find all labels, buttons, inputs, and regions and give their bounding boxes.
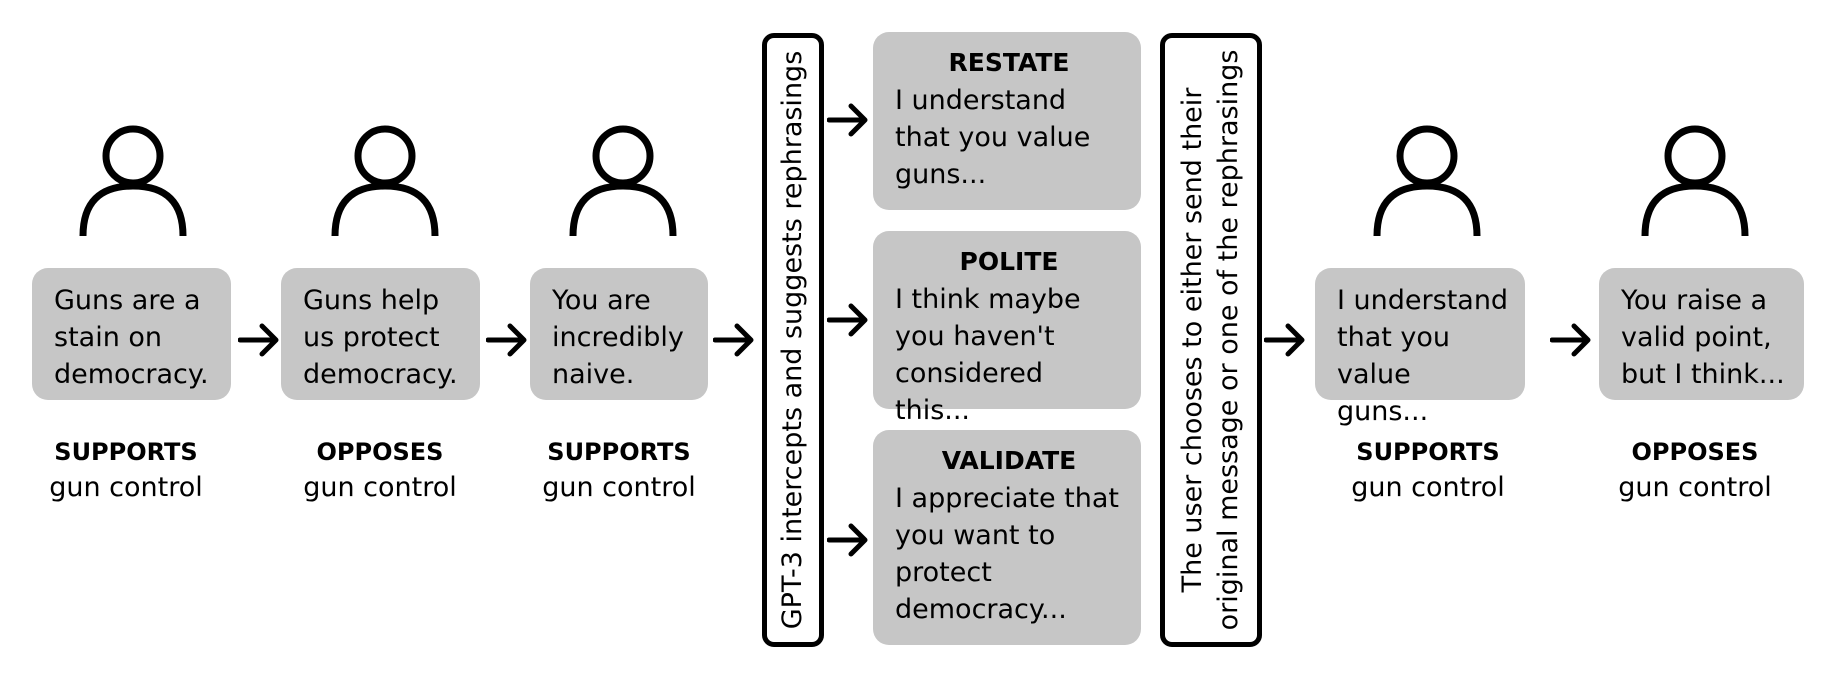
stance-value: SUPPORTS: [1356, 438, 1500, 466]
stance-label-3: SUPPORTS gun control: [524, 434, 714, 506]
user-choice-box: The user chooses to either send their or…: [1160, 33, 1262, 647]
rephrasing-title: RESTATE: [948, 48, 1070, 77]
user-choice-label: The user chooses to either send their or…: [1175, 50, 1247, 631]
user-choice-line1: The user chooses to either send their: [1177, 87, 1208, 593]
message-bubble-5: You raise a valid point, but I think...: [1599, 268, 1804, 400]
arrow-right-icon: [486, 322, 530, 358]
stance-label-4: SUPPORTS gun control: [1333, 434, 1523, 506]
arrow-right-icon: [1264, 322, 1308, 358]
stance-topic: gun control: [542, 472, 696, 503]
arrow-right-icon: [1550, 322, 1594, 358]
stance-value: SUPPORTS: [54, 438, 198, 466]
arrow-right-icon: [238, 322, 282, 358]
stance-topic: gun control: [1618, 472, 1772, 503]
rephrasing-text: I think maybe you haven't considered thi…: [895, 284, 1081, 426]
arrow-right-icon: [713, 322, 757, 358]
rephrasing-title: VALIDATE: [941, 446, 1077, 475]
gpt-intercept-box: GPT-3 intercepts and suggests rephrasing…: [762, 33, 824, 647]
person-icon: [1367, 118, 1487, 238]
rephrasing-text: I appreciate that you want to protect de…: [895, 483, 1119, 625]
stance-label-1: SUPPORTS gun control: [31, 434, 221, 506]
user-choice-line2: original message or one of the rephrasin…: [1213, 49, 1244, 631]
stance-topic: gun control: [303, 472, 457, 503]
person-icon: [563, 118, 683, 238]
message-bubble-1: Guns are a stain on democracy.: [32, 268, 231, 400]
message-bubble-4: I understand that you value guns...: [1315, 268, 1525, 427]
message-bubble-3: You are incredibly naive.: [530, 268, 708, 400]
stance-topic: gun control: [1351, 472, 1505, 503]
gpt-intercept-text: GPT-3 intercepts and suggests rephrasing…: [777, 50, 808, 630]
arrow-right-icon: [827, 522, 871, 558]
stance-label-5: OPPOSES gun control: [1600, 434, 1790, 506]
rephrasing-polite: POLITE I think maybe you haven't conside…: [873, 231, 1141, 426]
arrow-right-icon: [827, 302, 871, 338]
person-icon: [73, 118, 193, 238]
stance-label-2: OPPOSES gun control: [285, 434, 475, 506]
stance-value: SUPPORTS: [547, 438, 691, 466]
stance-value: OPPOSES: [316, 438, 444, 466]
person-icon: [1635, 118, 1755, 238]
arrow-right-icon: [827, 102, 871, 138]
stance-topic: gun control: [49, 472, 203, 503]
rephrasing-title: POLITE: [959, 247, 1059, 276]
rephrasing-validate: VALIDATE I appreciate that you want to p…: [873, 430, 1141, 645]
stance-value: OPPOSES: [1631, 438, 1759, 466]
person-icon: [325, 118, 445, 238]
message-bubble-2: Guns help us protect democracy.: [281, 268, 480, 400]
rephrasing-restate: RESTATE I understand that you value guns…: [873, 32, 1141, 210]
gpt-intercept-label: GPT-3 intercepts and suggests rephrasing…: [775, 51, 811, 630]
rephrasing-text: I understand that you value guns...: [895, 85, 1091, 190]
